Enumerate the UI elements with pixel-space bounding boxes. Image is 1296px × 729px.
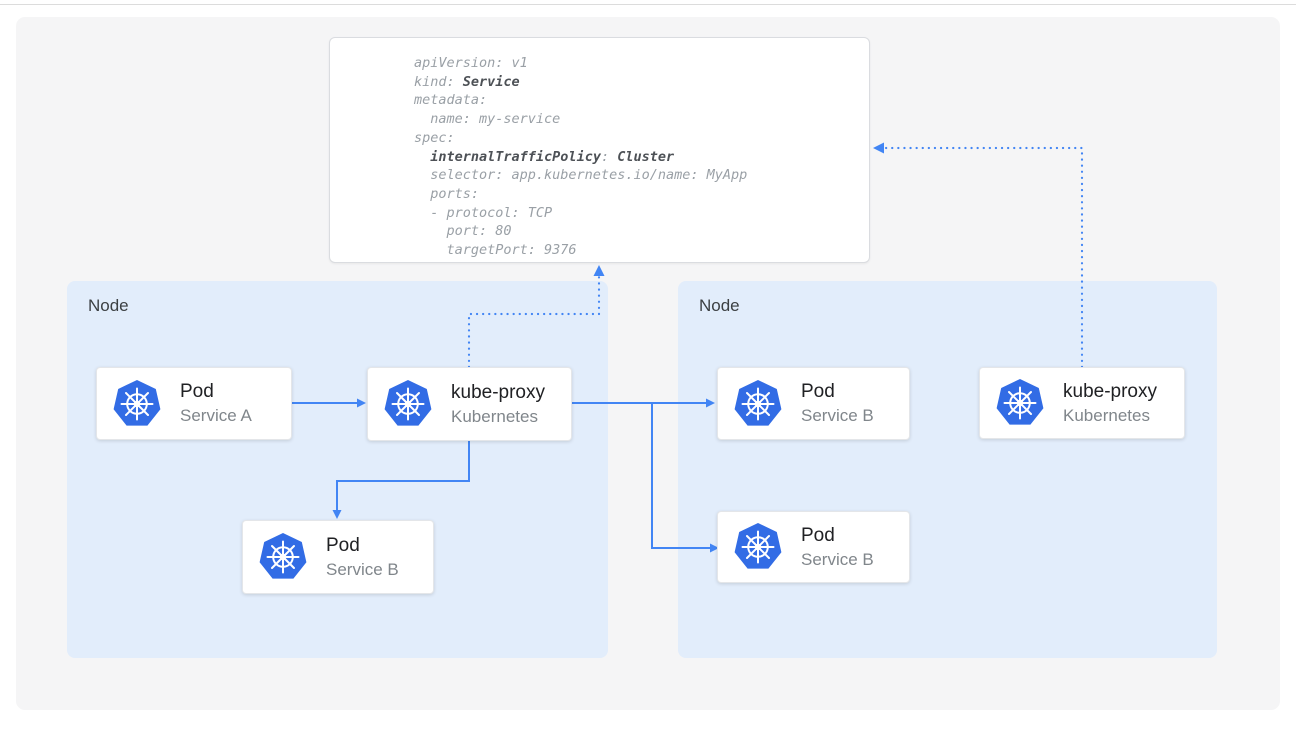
card-pod-a: Pod Service A bbox=[96, 367, 292, 440]
card-subtitle: Service B bbox=[801, 406, 874, 425]
card-title: Pod bbox=[326, 534, 360, 556]
card-pod-b-right-top: Pod Service B bbox=[717, 367, 910, 440]
node-label: Node bbox=[699, 296, 740, 315]
card-title: kube-proxy bbox=[1063, 380, 1157, 402]
card-subtitle: Kubernetes bbox=[1063, 405, 1150, 425]
kubernetes-logo-icon bbox=[112, 379, 162, 429]
yaml-line: selector: app.kubernetes.io/name: MyApp bbox=[414, 167, 748, 184]
yaml-line: apiVersion: v1 bbox=[414, 55, 528, 71]
kubernetes-logo-icon bbox=[995, 378, 1045, 428]
card-subtitle: Service A bbox=[180, 406, 252, 425]
kubernetes-logo-icon bbox=[383, 379, 433, 429]
yaml-line: targetPort: 9376 bbox=[414, 242, 577, 259]
yaml-line: ports: bbox=[414, 185, 480, 202]
card-title: kube-proxy bbox=[451, 381, 545, 403]
card-kube-proxy-right: kube-proxy Kubernetes bbox=[979, 367, 1185, 439]
card-subtitle: Service B bbox=[326, 559, 399, 579]
card-text: Pod Service B bbox=[326, 534, 399, 581]
card-pod-b-right-bottom: Pod Service B bbox=[717, 511, 910, 583]
yaml-panel: apiVersion: v1 kind: Service metadata: nam… bbox=[329, 37, 870, 263]
yaml-line: - protocol: TCP bbox=[414, 204, 553, 221]
card-text: Pod Service A bbox=[180, 380, 252, 427]
node-left: Node bbox=[67, 281, 608, 658]
card-text: kube-proxy Kubernetes bbox=[451, 381, 545, 428]
yaml-line: port: 80 bbox=[414, 223, 512, 240]
card-title: Pod bbox=[180, 381, 214, 402]
card-text: kube-proxy Kubernetes bbox=[1063, 380, 1157, 427]
page-top-divider bbox=[0, 4, 1296, 5]
node-right: Node bbox=[678, 281, 1217, 658]
card-kube-proxy-left: kube-proxy Kubernetes bbox=[367, 367, 572, 441]
yaml-line: kind: Service bbox=[414, 73, 520, 90]
card-subtitle: Service B bbox=[801, 549, 874, 569]
yaml-line: metadata: bbox=[414, 92, 488, 109]
card-pod-b-left: Pod Service B bbox=[242, 520, 434, 594]
card-text: Pod Service B bbox=[801, 380, 874, 427]
yaml-line: name: my-service bbox=[414, 111, 561, 128]
node-label: Node bbox=[88, 296, 129, 315]
card-subtitle: Kubernetes bbox=[451, 406, 538, 426]
card-text: Pod Service B bbox=[801, 524, 874, 571]
kubernetes-logo-icon bbox=[258, 532, 308, 582]
kubernetes-logo-icon bbox=[733, 379, 783, 429]
card-title: Pod bbox=[801, 381, 835, 402]
yaml-code: apiVersion: v1 kind: Service metadata: nam… bbox=[414, 54, 869, 260]
yaml-line: spec: bbox=[414, 129, 455, 146]
card-title: Pod bbox=[801, 524, 835, 546]
yaml-line: internalTrafficPolicy: Cluster bbox=[430, 148, 675, 165]
kubernetes-logo-icon bbox=[733, 522, 783, 572]
